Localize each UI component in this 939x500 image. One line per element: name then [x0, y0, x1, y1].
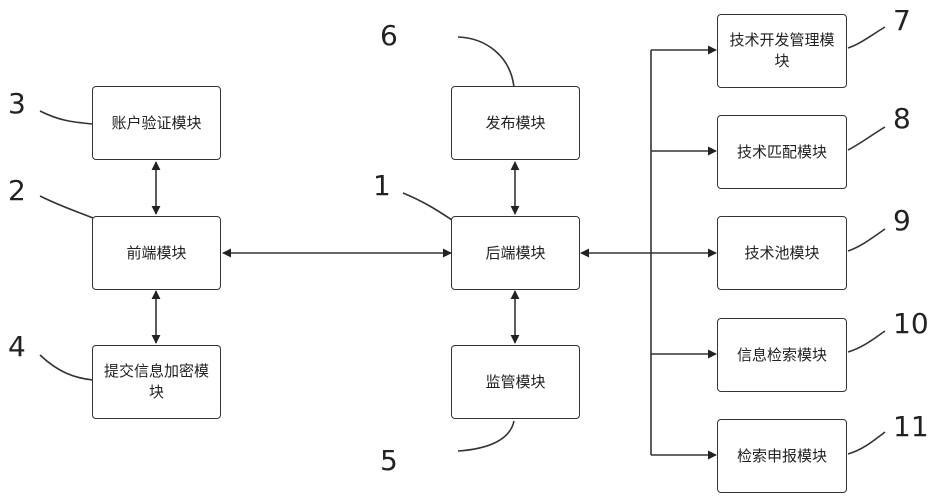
supervision-module: 监管模块: [451, 345, 580, 419]
leader-9: [847, 228, 886, 252]
leader-3: [39, 110, 94, 125]
leader-1: [402, 192, 456, 223]
leader-2: [39, 195, 94, 219]
account-verification-module: 账户验证模块: [92, 86, 221, 160]
leader-10: [847, 330, 886, 353]
leader-5: [457, 420, 515, 452]
publish-module: 发布模块: [451, 86, 580, 160]
label-2: 2: [8, 174, 26, 207]
leader-8: [847, 126, 886, 151]
label-6: 6: [380, 19, 398, 52]
submit-encryption-module: 提交信息加密模块: [92, 345, 221, 419]
retrieval-declaration-module: 检索申报模块: [717, 419, 847, 493]
label-4: 4: [8, 330, 26, 363]
label-10: 10: [893, 307, 929, 340]
leader-4: [39, 354, 94, 381]
label-11: 11: [893, 410, 929, 443]
leader-7: [847, 26, 886, 49]
label-1: 1: [373, 169, 391, 202]
leader-11: [847, 431, 886, 455]
leader-6: [457, 36, 515, 88]
frontend-module: 前端模块: [92, 216, 221, 290]
label-7: 7: [893, 4, 911, 37]
tech-pool-module: 技术池模块: [717, 216, 847, 290]
tech-matching-module: 技术匹配模块: [717, 115, 847, 189]
tech-dev-management-module: 技术开发管理模块: [717, 14, 847, 88]
label-5: 5: [380, 444, 398, 477]
label-9: 9: [893, 204, 911, 237]
backend-module: 后端模块: [451, 216, 580, 290]
label-8: 8: [893, 102, 911, 135]
info-retrieval-module: 信息检索模块: [717, 318, 847, 392]
label-3: 3: [8, 87, 26, 120]
